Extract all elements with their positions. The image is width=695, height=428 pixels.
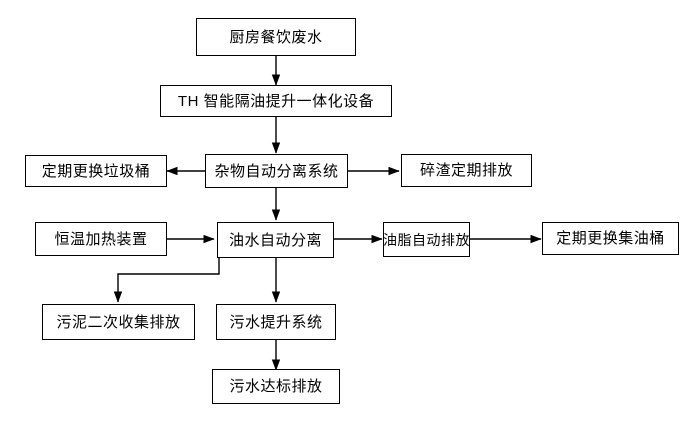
node-label: 污水达标排放 [229, 378, 323, 395]
node-label: 定期更换垃圾桶 [41, 162, 151, 180]
node-constant-temp-heater[interactable]: 恒温加热装置 [35, 222, 167, 256]
node-scrap-scheduled-discharge[interactable]: 碎渣定期排放 [401, 154, 532, 187]
node-replace-oil-barrel[interactable]: 定期更换集油桶 [542, 222, 679, 255]
node-label: 油水自动分离 [228, 231, 322, 249]
node-oil-water-auto-separation[interactable]: 油水自动分离 [217, 222, 334, 258]
node-label: TH 智能隔油提升一体化设备 [177, 92, 375, 110]
node-sewage-lifting-system[interactable]: 污水提升系统 [216, 304, 336, 340]
node-sewage-compliant-discharge[interactable]: 污水达标排放 [212, 369, 340, 404]
node-kitchen-wastewater[interactable]: 厨房餐饮废水 [196, 18, 356, 56]
node-label: 污水提升系统 [229, 313, 323, 331]
node-sludge-secondary-collection-discharge[interactable]: 污泥二次收集排放 [42, 304, 195, 340]
node-label: 碎渣定期排放 [419, 162, 513, 179]
node-label: 污泥二次收集排放 [56, 313, 181, 331]
node-debris-auto-separation-system[interactable]: 杂物自动分离系统 [205, 154, 348, 188]
node-replace-trash-bin[interactable]: 定期更换垃圾桶 [25, 155, 167, 187]
node-label: 厨房餐饮废水 [229, 28, 323, 46]
node-label: 恒温加热装置 [54, 230, 148, 248]
node-label: 定期更换集油桶 [556, 230, 665, 247]
node-label: 油脂自动排放 [383, 231, 470, 248]
node-th-integrated-equipment[interactable]: TH 智能隔油提升一体化设备 [160, 85, 392, 117]
edge-n7-n10 [113, 258, 220, 303]
node-label: 杂物自动分离系统 [214, 162, 339, 180]
node-grease-auto-discharge[interactable]: 油脂自动排放 [383, 222, 470, 257]
